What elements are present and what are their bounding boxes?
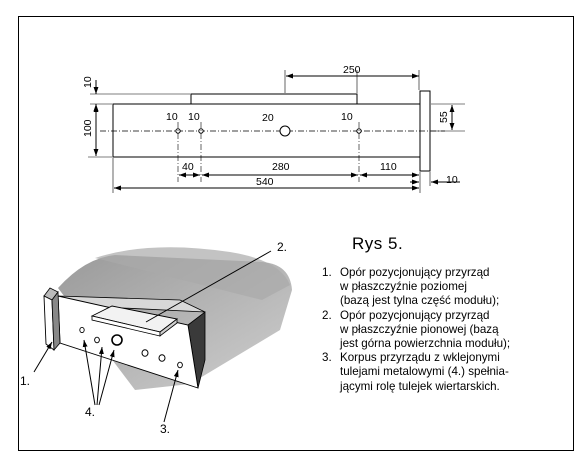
iso-hole-1 xyxy=(79,326,85,334)
caption-item: 3. Korpus przyrządu z wklejonymi tulejam… xyxy=(322,351,562,394)
caption-title: Rys 5. xyxy=(352,234,404,253)
body-outline xyxy=(112,103,421,158)
iso-hole-4 xyxy=(158,354,166,362)
dim-250: 250 xyxy=(343,64,361,76)
iso-hole-center xyxy=(111,334,123,346)
callout-1: 1. xyxy=(20,374,30,388)
hole-center xyxy=(279,125,291,137)
callout-3: 3. xyxy=(160,422,170,436)
isometric-view xyxy=(43,247,292,390)
top-tab xyxy=(190,93,358,105)
dim-hole-center: 20 xyxy=(262,112,274,124)
caption-item-number: 2. xyxy=(322,308,332,322)
figure-frame xyxy=(18,16,574,451)
dim-40: 40 xyxy=(182,161,194,173)
iso-hole-5 xyxy=(177,361,183,369)
caption-item: 2. Opór pozycjonujący przyrząd w płaszcz… xyxy=(322,309,562,352)
caption-item-text: w płaszczyźnie pionowej (bazą xyxy=(340,322,499,336)
caption-item-text: Korpus przyrządu z wklejonymi xyxy=(340,351,500,365)
figure-caption: Rys 5. 1. Opór pozycjonujący przyrząd w … xyxy=(322,234,562,394)
caption-item-number: 3. xyxy=(322,351,332,365)
dim-hole-2: 10 xyxy=(188,111,200,123)
dim-hole-right: 10 xyxy=(341,111,353,123)
caption-item-text: Opór pozycjonujący przyrząd xyxy=(340,266,490,279)
dim-right-10: 10 xyxy=(446,174,458,186)
caption-item-text: jącymi rolę tulejek wiertarskich. xyxy=(340,379,500,393)
iso-hole-2 xyxy=(94,336,100,344)
caption-item-text: jest górna powierzchnia modułu); xyxy=(340,337,511,351)
orthographic-view xyxy=(88,70,465,193)
callout-leaders xyxy=(33,250,272,423)
callout-2: 2. xyxy=(277,240,287,254)
dim-left-10: 10 xyxy=(82,76,94,88)
dim-100: 100 xyxy=(82,119,94,137)
caption-list: 1. Opór pozycjonujący przyrząd w płaszcz… xyxy=(322,266,562,394)
caption-item-number: 1. xyxy=(322,266,332,279)
dim-280: 280 xyxy=(272,161,290,173)
caption-item-text: w płaszczyźnie poziomej xyxy=(340,280,467,294)
dim-hole-1: 10 xyxy=(166,111,178,123)
dim-540: 540 xyxy=(256,176,274,188)
caption-item-text: Opór pozycjonujący przyrząd xyxy=(340,308,490,322)
callout-4: 4. xyxy=(85,405,95,419)
caption-item: 1. Opór pozycjonujący przyrząd w płaszcz… xyxy=(322,266,562,309)
caption-item-text: (bazą jest tylna część modułu); xyxy=(340,294,500,308)
iso-hole-3 xyxy=(141,349,149,357)
dim-55: 55 xyxy=(438,111,450,123)
dim-110: 110 xyxy=(380,161,397,173)
caption-item-text: tulejami metalowymi (4.) spełnia- xyxy=(340,365,509,379)
